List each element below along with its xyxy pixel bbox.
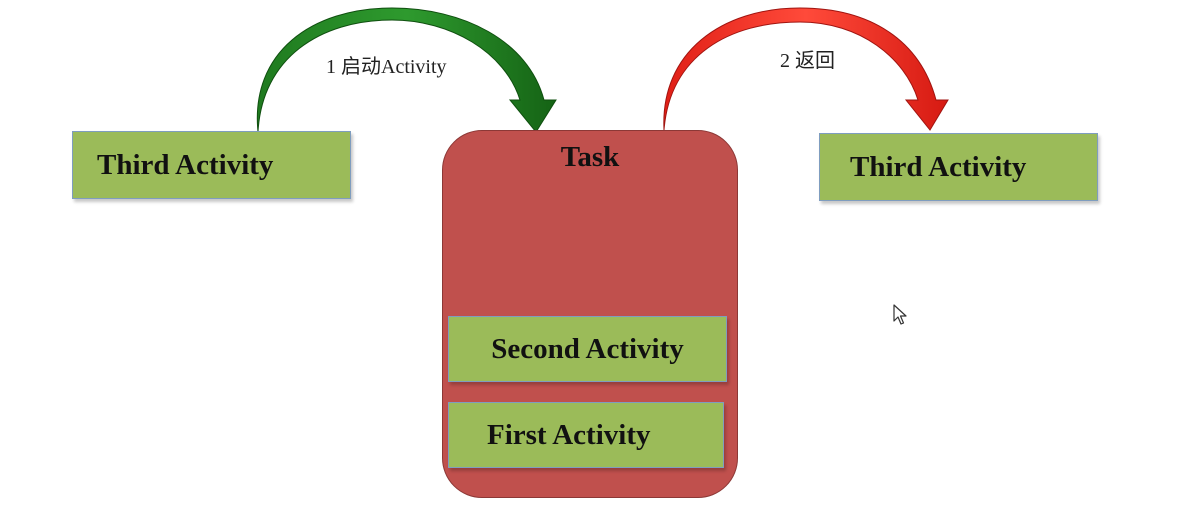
left-third-activity-box: Third Activity [72, 131, 351, 199]
mouse-pointer-icon [893, 304, 907, 325]
launch-arrow [256, 7, 557, 133]
first-activity-label: First Activity [487, 418, 651, 451]
back-arrow [663, 7, 949, 131]
left-third-activity-label: Third Activity [97, 148, 274, 181]
second-activity-box: Second Activity [448, 316, 727, 382]
back-label: 2 返回 [780, 50, 835, 72]
right-third-activity-label: Third Activity [850, 150, 1027, 183]
launch-label: 1 启动Activity [326, 56, 447, 78]
second-activity-label: Second Activity [491, 332, 684, 365]
task-title: Task [560, 141, 620, 173]
right-third-activity-box: Third Activity [819, 133, 1098, 201]
first-activity-box: First Activity [448, 402, 724, 468]
